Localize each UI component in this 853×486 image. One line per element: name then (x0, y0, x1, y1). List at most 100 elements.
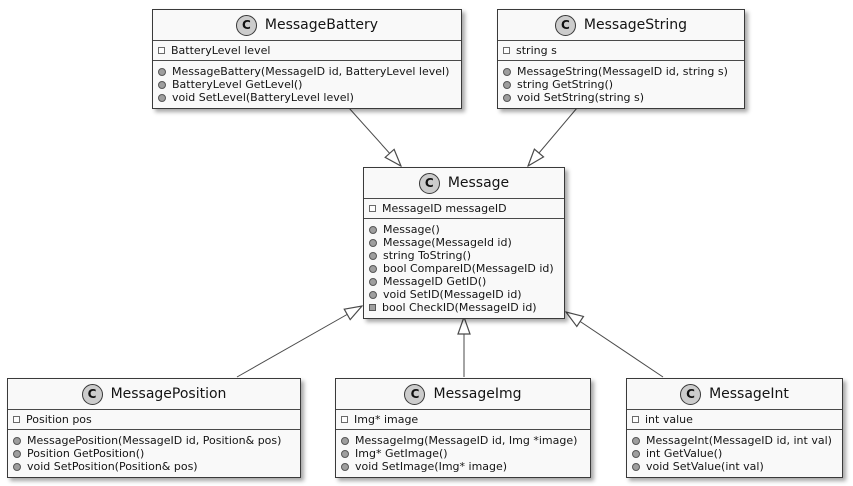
public-method-icon (369, 277, 377, 286)
method-row: Position GetPosition() (13, 447, 295, 460)
method-row: BatteryLevel GetLevel() (158, 78, 456, 91)
public-method-icon (632, 436, 640, 445)
fields-compartment: Position pos (8, 410, 300, 430)
method-row: bool CompareID(MessageID id) (369, 262, 559, 275)
methods-compartment: MessageString(MessageID id, string s) st… (498, 61, 744, 108)
field-visibility-icon (503, 47, 510, 54)
edge-messagestring-extends-message (528, 107, 578, 166)
public-method-icon (369, 290, 377, 299)
class-name: MessageBattery (264, 17, 379, 33)
public-method-icon (503, 67, 511, 76)
public-method-icon (158, 80, 166, 89)
public-method-icon (369, 225, 377, 234)
method-text: void SetImage(Img* image) (355, 460, 508, 473)
method-text: Position GetPosition() (27, 447, 145, 460)
method-text: void SetID(MessageID id) (383, 288, 522, 301)
edge-messageint-extends-message (566, 312, 664, 378)
field-visibility-icon (341, 416, 348, 423)
class-name: Message (447, 175, 510, 191)
method-row: MessageID GetID() (369, 275, 559, 288)
class-messagebattery-header: C MessageBattery (153, 10, 461, 41)
method-row: int GetValue() (632, 447, 837, 460)
method-text: Img* GetImage() (355, 447, 448, 460)
method-row: MessageBattery(MessageID id, BatteryLeve… (158, 65, 456, 78)
method-text: MessageInt(MessageID id, int val) (646, 434, 832, 447)
class-messageposition-header: C MessagePosition (8, 379, 300, 410)
class-message: C Message MessageID messageID Message() … (363, 167, 565, 319)
class-name: MessageString (583, 17, 688, 33)
methods-compartment: MessagePosition(MessageID id, Position& … (8, 430, 300, 477)
public-method-icon (632, 449, 640, 458)
field-text: BatteryLevel level (171, 44, 271, 57)
field-text: Position pos (26, 413, 92, 426)
public-method-icon (13, 462, 21, 471)
field-text: MessageID messageID (382, 202, 507, 215)
field-row: Position pos (13, 413, 295, 426)
method-text: MessageImg(MessageID id, Img *image) (355, 434, 578, 447)
class-icon: C (680, 383, 702, 405)
field-visibility-icon (632, 416, 639, 423)
fields-compartment: BatteryLevel level (153, 41, 461, 61)
fields-compartment: MessageID messageID (364, 199, 564, 219)
method-row: void SetValue(int val) (632, 460, 837, 473)
method-text: void SetPosition(Position& pos) (27, 460, 198, 473)
method-text: bool CompareID(MessageID id) (383, 262, 554, 275)
public-method-icon (13, 449, 21, 458)
method-row: Message(MessageId id) (369, 236, 559, 249)
method-row: void SetLevel(BatteryLevel level) (158, 91, 456, 104)
method-row: void SetID(MessageID id) (369, 288, 559, 301)
edge-messagebattery-extends-message (348, 107, 401, 166)
method-row: Img* GetImage() (341, 447, 585, 460)
method-text: string ToString() (383, 249, 472, 262)
method-text: void SetString(string s) (517, 91, 645, 104)
method-text: MessageID GetID() (383, 275, 487, 288)
class-messagestring: C MessageString string s MessageString(M… (497, 9, 745, 109)
methods-compartment: MessageBattery(MessageID id, BatteryLeve… (153, 61, 461, 108)
field-text: string s (516, 44, 557, 57)
field-text: int value (645, 413, 693, 426)
class-name: MessageInt (709, 386, 789, 402)
method-text: Message() (383, 223, 440, 236)
method-text: Message(MessageId id) (383, 236, 512, 249)
class-icon: C (81, 383, 103, 405)
edge-messageposition-extends-message (236, 306, 362, 378)
field-row: BatteryLevel level (158, 44, 456, 57)
method-row: void SetString(string s) (503, 91, 739, 104)
method-row: MessageInt(MessageID id, int val) (632, 434, 837, 447)
class-messagestring-header: C MessageString (498, 10, 744, 41)
method-text: string GetString() (517, 78, 614, 91)
class-messageint-header: C MessageInt (627, 379, 842, 410)
method-row: bool CheckID(MessageID id) (369, 301, 559, 314)
public-method-icon (13, 436, 21, 445)
method-row: string GetString() (503, 78, 739, 91)
field-row: string s (503, 44, 739, 57)
method-row: string ToString() (369, 249, 559, 262)
public-method-icon (341, 436, 349, 445)
field-visibility-icon (369, 205, 376, 212)
methods-compartment: MessageImg(MessageID id, Img *image) Img… (336, 430, 590, 477)
public-method-icon (369, 264, 377, 273)
field-text: Img* image (354, 413, 419, 426)
public-method-icon (158, 67, 166, 76)
public-method-icon (341, 449, 349, 458)
class-icon: C (235, 14, 257, 36)
method-row: MessageImg(MessageID id, Img *image) (341, 434, 585, 447)
class-messageimg: C MessageImg Img* image MessageImg(Messa… (335, 378, 591, 478)
method-text: BatteryLevel GetLevel() (172, 78, 303, 91)
field-row: Img* image (341, 413, 585, 426)
method-row: MessagePosition(MessageID id, Position& … (13, 434, 295, 447)
class-name: MessageImg (433, 386, 522, 402)
method-row: Message() (369, 223, 559, 236)
class-icon: C (418, 172, 440, 194)
class-icon: C (404, 383, 426, 405)
fields-compartment: string s (498, 41, 744, 61)
class-message-header: C Message (364, 168, 564, 199)
public-method-icon (503, 93, 511, 102)
field-row: MessageID messageID (369, 202, 559, 215)
field-visibility-icon (13, 416, 20, 423)
method-row: void SetPosition(Position& pos) (13, 460, 295, 473)
method-text: MessageBattery(MessageID id, BatteryLeve… (172, 65, 450, 78)
private-method-icon (369, 304, 376, 311)
